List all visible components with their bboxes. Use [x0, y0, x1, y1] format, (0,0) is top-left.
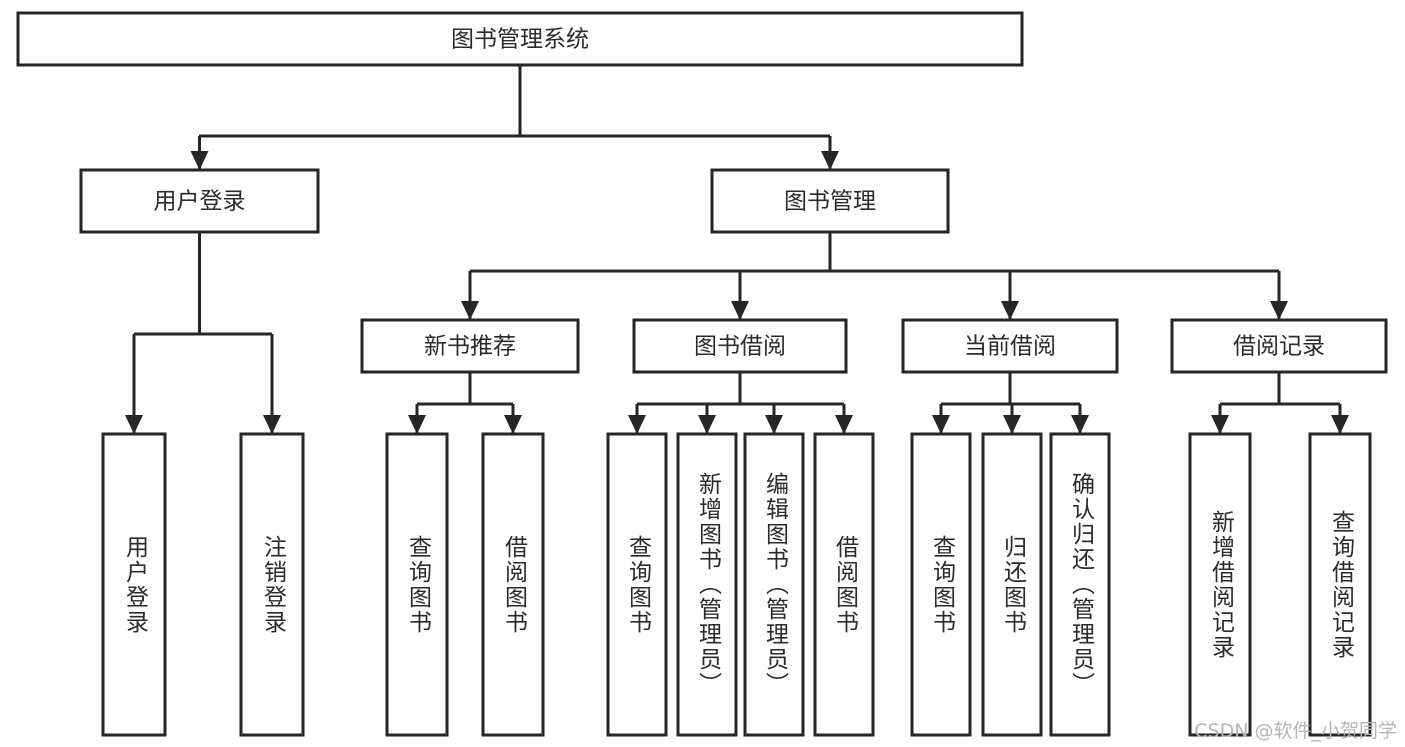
node-leaf-cu-query[interactable]: [910, 432, 972, 737]
node-leaf-nb-query[interactable]: [385, 432, 449, 737]
node-label-records: 借阅记录: [1233, 334, 1325, 360]
node-box-records[interactable]: [1170, 318, 1388, 374]
node-bookmgmt[interactable]: 图书管理: [710, 168, 950, 234]
node-box-leaf-nb-query[interactable]: [385, 432, 449, 737]
node-box-leaf-re-query[interactable]: [1308, 432, 1372, 737]
node-leaf-cu-confirm[interactable]: [1049, 432, 1111, 737]
node-box-leaf-cu-return[interactable]: [981, 432, 1043, 737]
node-leaf-bo-edit[interactable]: [743, 432, 805, 737]
node-label-bookmgmt: 图书管理: [784, 189, 876, 215]
node-label-current: 当前借阅: [964, 334, 1056, 360]
node-borrow[interactable]: 图书借阅: [632, 318, 848, 374]
node-box-login[interactable]: [79, 168, 320, 234]
node-box-bookmgmt[interactable]: [710, 168, 950, 234]
node-box-leaf-bo-query[interactable]: [606, 432, 668, 737]
node-box-leaf-user-login[interactable]: [101, 432, 167, 737]
node-leaf-re-add[interactable]: [1188, 432, 1252, 737]
node-box-leaf-bo-add[interactable]: [676, 432, 738, 737]
node-label-login: 用户登录: [154, 189, 246, 215]
node-root[interactable]: 图书管理系统: [16, 11, 1024, 67]
watermark-credit: CSDN @软件_小贺同学: [1194, 720, 1397, 742]
node-leaf-user-logout[interactable]: [239, 432, 305, 737]
node-box-leaf-cu-confirm[interactable]: [1049, 432, 1111, 737]
node-box-newbook[interactable]: [360, 318, 580, 374]
node-leaf-nb-borrow[interactable]: [481, 432, 545, 737]
node-current[interactable]: 当前借阅: [901, 318, 1119, 374]
node-box-leaf-bo-edit[interactable]: [743, 432, 805, 737]
node-label-borrow: 图书借阅: [694, 334, 786, 360]
node-box-leaf-re-add[interactable]: [1188, 432, 1252, 737]
node-records[interactable]: 借阅记录: [1170, 318, 1388, 374]
node-box-borrow[interactable]: [632, 318, 848, 374]
node-leaf-cu-return[interactable]: [981, 432, 1043, 737]
node-box-leaf-nb-borrow[interactable]: [481, 432, 545, 737]
node-leaf-bo-borrow[interactable]: [813, 432, 875, 737]
node-box-leaf-bo-borrow[interactable]: [813, 432, 875, 737]
node-box-leaf-cu-query[interactable]: [910, 432, 972, 737]
node-leaf-bo-query[interactable]: [606, 432, 668, 737]
node-label-newbook: 新书推荐: [424, 334, 516, 360]
node-newbook[interactable]: 新书推荐: [360, 318, 580, 374]
node-label-root: 图书管理系统: [451, 27, 589, 53]
node-login[interactable]: 用户登录: [79, 168, 320, 234]
node-box-current[interactable]: [901, 318, 1119, 374]
node-box-root[interactable]: [16, 11, 1024, 67]
node-leaf-user-login[interactable]: [101, 432, 167, 737]
node-leaf-re-query[interactable]: [1308, 432, 1372, 737]
node-leaf-bo-add[interactable]: [676, 432, 738, 737]
node-box-leaf-user-logout[interactable]: [239, 432, 305, 737]
connectors-layer: [125, 65, 1349, 434]
